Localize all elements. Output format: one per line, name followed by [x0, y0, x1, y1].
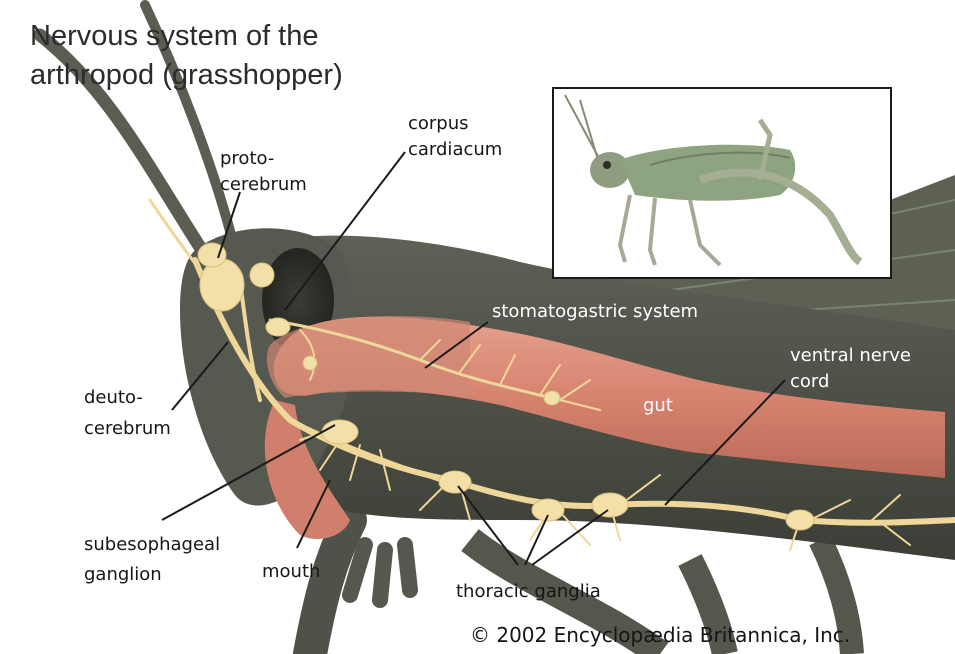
label-ventral-nerve-cord-1: ventral nerve: [790, 347, 911, 365]
label-thoracic-ganglia: thoracic ganglia: [456, 583, 601, 601]
label-deutocerebrum-1: deuto-: [84, 389, 143, 407]
label-mouth: mouth: [262, 563, 320, 581]
label-corpus-cardiacum-1: corpus: [408, 115, 469, 133]
label-subesophageal-ganglion-1: subesophageal: [84, 536, 220, 554]
label-protocerebrum-1: proto-: [220, 150, 274, 168]
label-deutocerebrum-2: cerebrum: [84, 420, 171, 438]
label-stomatogastric-system: stomatogastric system: [492, 303, 698, 321]
label-gut: gut: [643, 397, 673, 415]
diagram-title-line2: arthropod (grasshopper): [30, 61, 343, 90]
diagram-title-line1: Nervous system of the: [30, 22, 319, 51]
label-corpus-cardiacum-2: cardiacum: [408, 141, 502, 159]
copyright-credit: © 2002 Encyclopædia Britannica, Inc.: [470, 625, 850, 645]
label-ventral-nerve-cord-2: cord: [790, 373, 829, 391]
inset-photo: [553, 88, 891, 278]
label-subesophageal-ganglion-2: ganglion: [84, 566, 162, 584]
label-protocerebrum-2: cerebrum: [220, 176, 307, 194]
